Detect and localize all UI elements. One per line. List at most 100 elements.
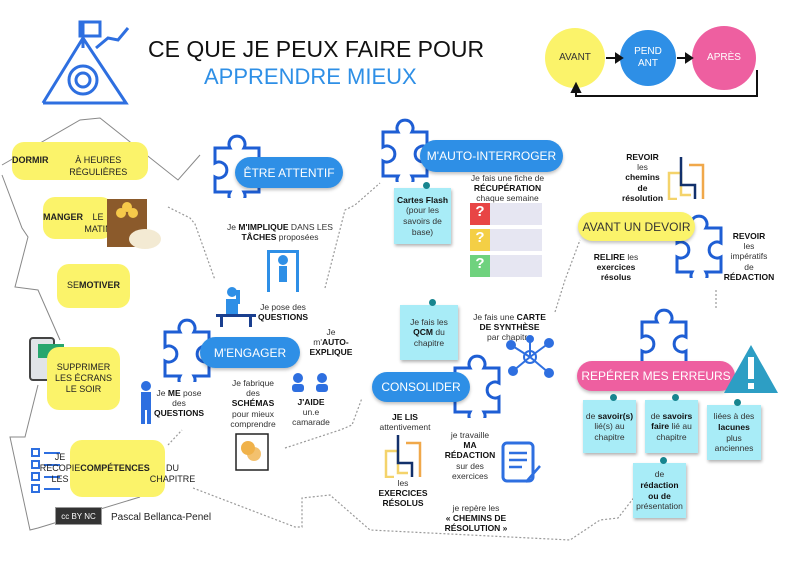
text-segment: SE [66, 280, 79, 291]
emphasis-text: savoirs faire [651, 410, 693, 432]
sticky-knowledge-errors: de savoir(s) lié(s) au chapitre [583, 394, 636, 453]
text-segment: je travaille [450, 430, 490, 440]
text-segment: lié(s) au chapitre [594, 421, 625, 442]
text-segment: pose des [172, 388, 202, 409]
pin-icon [659, 457, 667, 464]
emphasis-text: COMPÉTENCES [80, 462, 150, 473]
question-mark-green: ? [470, 255, 490, 277]
checklist-icon [31, 448, 60, 493]
text-help-classmate: J'AIDE un.e camarade [285, 397, 337, 428]
emphasis-text: MA RÉDACTION [444, 440, 496, 461]
emphasis-text: MOTIVER [79, 280, 121, 291]
pill-errors: REPÉRER MES ERREURS [577, 361, 735, 391]
drawing-diagram-icon [235, 433, 269, 471]
text-segment: les [637, 162, 648, 173]
text-segment: je repère les [452, 503, 500, 513]
text-segment: Je fais une fiche de [470, 173, 545, 183]
text-reread: RELIRE les exercices résolus [585, 252, 647, 283]
pin-icon [609, 394, 617, 401]
puzzle-icon [213, 134, 261, 198]
emphasis-text: MANGER [43, 212, 83, 223]
emphasis-text: REVOIR [732, 231, 766, 241]
emphasis-text: savoir(s) [597, 410, 634, 421]
person-pullup-icon [267, 250, 299, 292]
sticky-writing-errors: de rédaction ou de présentation [633, 457, 686, 518]
helping-people-icon [292, 373, 328, 392]
pill-before-test: AVANT UN DEVOIR [578, 212, 695, 241]
sticky-text: de rédaction ou de présentation [636, 469, 683, 512]
text-segment: les impératifs de [730, 241, 768, 272]
text-review-paths: REVOIR les chemins de résolution [615, 152, 670, 203]
text-segment: Je fabrique des [231, 378, 275, 399]
emphasis-text: RÉDACTION [723, 271, 775, 282]
emphasis-text: M'IMPLIQUE [238, 222, 289, 232]
text-segment: un.e camarade [292, 407, 330, 428]
author-name: Pascal Bellanca-Penel [111, 512, 212, 523]
text-read: JE LIS attentivement [375, 412, 435, 432]
pin-icon [429, 299, 436, 306]
habit-sleep: DORMIR À HEURES RÉGULIÈRES [12, 142, 148, 180]
thinking-person-icon [141, 381, 151, 424]
puzzle-icon [163, 318, 211, 382]
emphasis-text: DORMIR [12, 155, 49, 166]
cycle-before: AVANT [545, 28, 605, 88]
text-segment: attentivement [379, 422, 431, 433]
text-segment: lié au chapitre [656, 421, 692, 442]
sticky-text: Cartes Flash (pour les savoirs de base) [397, 195, 448, 238]
text-segment: par chapitre [487, 332, 532, 343]
text-self-ask: Je ME pose des QUESTIONS [153, 388, 205, 419]
text-segment: sur des exercices [452, 460, 488, 481]
text-involve: Je M'IMPLIQUE DANS LES TÂCHES proposées [215, 222, 345, 242]
text-summary-map: Je fais une CARTE DE SYNTHÈSE par chapit… [462, 312, 557, 343]
text-segment: chaque semaine [476, 193, 539, 204]
habit-motivate: SE MOTIVER [57, 264, 130, 308]
emphasis-text: JE LIS [392, 412, 418, 422]
emphasis-text: EXERCICES RÉSOLUS [378, 488, 428, 509]
emphasis-text: RÉCUPÉRATION [473, 183, 542, 194]
sticky-qcm: Je fais les QCM du chapitre [400, 299, 458, 360]
emphasis-text: RELIRE [593, 252, 625, 262]
sticky-text: Je fais les QCM du chapitre [410, 317, 448, 349]
text-review-writing: REVOIR les impératifs de RÉDACTION [718, 231, 780, 282]
text-segment: Je [156, 388, 168, 398]
text-retrieval: Je fais une fiche de RÉCUPÉRATION chaque… [465, 173, 550, 204]
puzzle-icon [381, 118, 429, 182]
emphasis-text: QUESTIONS [153, 408, 205, 419]
text-writing: je travaille MA RÉDACTION sur des exerci… [440, 430, 500, 481]
text-segment: pour mieux comprendre [230, 408, 276, 429]
cc-license-badge: cc BY NC [55, 507, 102, 525]
mind-map-icon [506, 335, 554, 378]
text-segment: Je m' [313, 327, 336, 348]
emphasis-text: exercices résolus [596, 262, 636, 283]
logo-mountain-target-icon [41, 20, 130, 105]
text-ask-questions: Je pose des QUESTIONS [254, 302, 312, 322]
cycle-during: PEND ANT [620, 30, 676, 86]
text-segment: SUPPRIMER LES ÉCRANS LE SOIR [54, 361, 113, 395]
text-segment: du chapitre [413, 327, 445, 348]
text-segment: LE MATIN [84, 212, 112, 234]
pin-icon [734, 399, 741, 406]
question-mark-yellow: ? [470, 229, 490, 251]
sticky-text: liées à des lacunes plus anciennes [714, 411, 755, 454]
pill-consolidate: CONSOLIDER [372, 372, 470, 402]
title-line-1: CE QUE JE PEUX FAIRE POUR [148, 36, 485, 62]
habit-screens: SUPPRIMER LES ÉCRANS LE SOIR [47, 347, 120, 410]
text-segment: À HEURES RÉGULIÈRES [69, 155, 128, 177]
emphasis-text: QCM [413, 327, 433, 338]
maze-path-icon [667, 157, 705, 200]
cycle-after: APRÈS [692, 26, 756, 90]
text-segment: DU CHAPITRE [149, 462, 196, 485]
sticky-text: de savoirs faire lié au chapitre [651, 411, 693, 443]
text-segment: Je fais les [410, 316, 448, 327]
emphasis-text: J'AIDE [297, 397, 325, 407]
emphasis-text: ME [167, 388, 181, 398]
maze-path-icon [384, 435, 422, 478]
sticky-know-how-errors: de savoirs faire lié au chapitre [645, 394, 698, 453]
emphasis-text: QUESTIONS [257, 312, 309, 323]
document-edit-icon [501, 441, 541, 483]
text-segment: les [397, 478, 409, 488]
emphasis-text: REVOIR [626, 152, 659, 162]
cycle-arrows [570, 52, 758, 97]
sticky-text: de savoir(s) lié(s) au chapitre [586, 411, 633, 443]
